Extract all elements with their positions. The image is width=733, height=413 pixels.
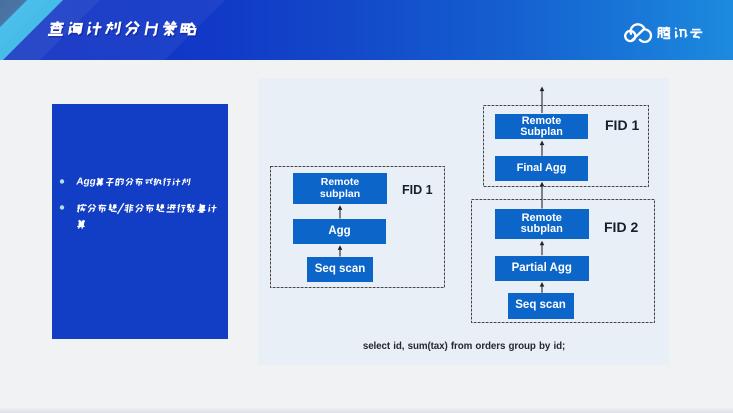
svg-text:Agg: Agg	[76, 177, 97, 188]
